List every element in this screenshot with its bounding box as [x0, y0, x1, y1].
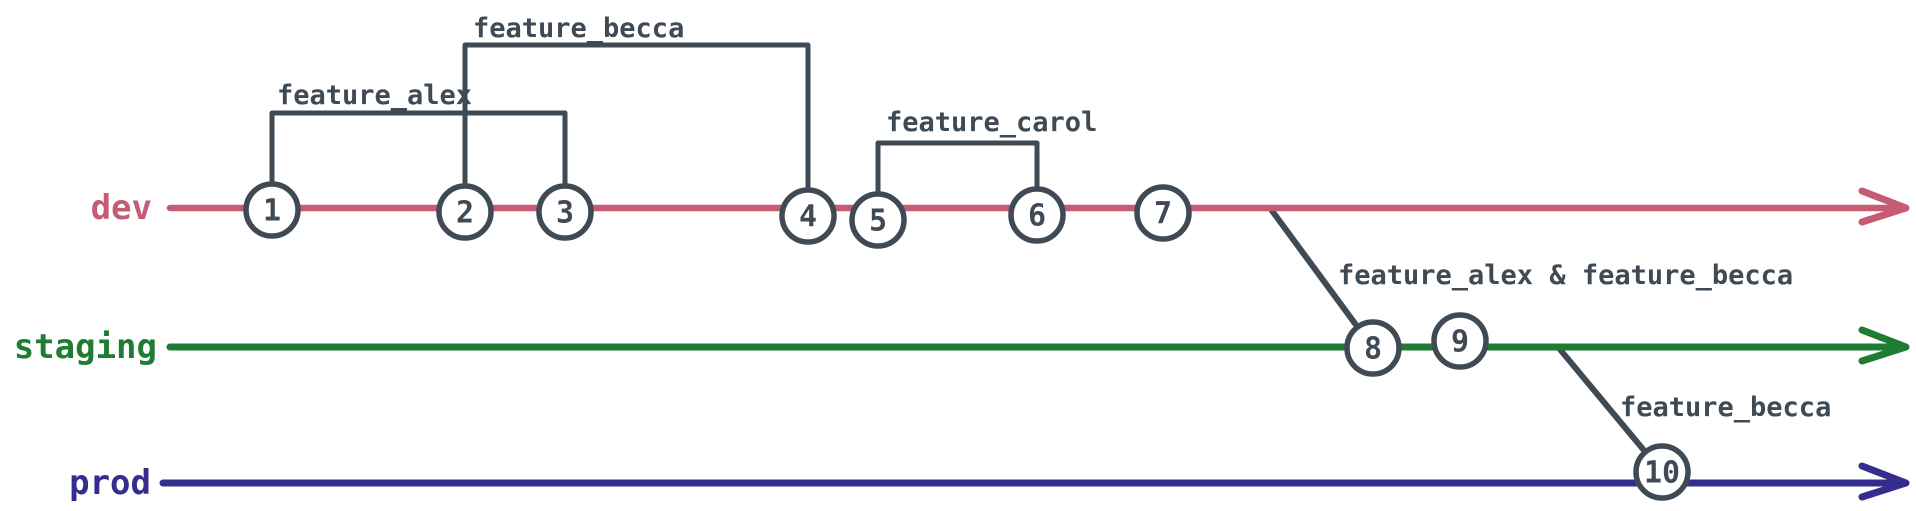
commit-label-6: 6	[1028, 199, 1046, 234]
commit-node-10	[1633, 443, 1691, 501]
commit-node-9	[1431, 312, 1489, 370]
branch-arrowhead-dev	[1858, 187, 1910, 226]
feature-bracket	[875, 140, 1040, 197]
commit-label-2: 2	[456, 196, 474, 231]
commit-node-6	[1008, 186, 1066, 244]
commit-node-1	[243, 181, 301, 239]
merge-edge	[1267, 205, 1359, 327]
commit-label-3: 3	[556, 196, 574, 231]
feature-bracket	[269, 110, 568, 189]
commit-node-8	[1344, 319, 1402, 377]
branch-label-dev: dev	[91, 188, 152, 228]
merge-edge	[1555, 344, 1646, 452]
commit-label-4: 4	[799, 200, 817, 235]
branch-arrowhead-prod	[1858, 462, 1910, 501]
commit-node-2	[436, 183, 494, 241]
commit-node-5	[849, 191, 907, 249]
commit-label-8: 8	[1364, 332, 1382, 367]
commit-label-7: 7	[1154, 197, 1172, 232]
commit-label-5: 5	[869, 204, 887, 239]
branch-label-staging: staging	[14, 327, 157, 367]
merge-label: feature_becca	[1620, 392, 1831, 423]
commit-node-3	[536, 183, 594, 241]
commit-node-7	[1134, 184, 1192, 242]
commit-label-10: 10	[1644, 456, 1680, 491]
feature-bracket-label: feature_becca	[473, 13, 684, 44]
commit-label-9: 9	[1451, 325, 1469, 360]
commit-node-4	[779, 187, 837, 245]
merge-label: feature_alex & feature_becca	[1338, 260, 1793, 291]
commit-label-1: 1	[263, 194, 281, 229]
feature-bracket	[462, 42, 811, 193]
branch-arrowhead-staging	[1858, 326, 1910, 365]
branch-label-prod: prod	[69, 463, 151, 503]
feature-bracket-label: feature_carol	[886, 107, 1097, 138]
feature-bracket-label: feature_alex	[277, 80, 472, 111]
